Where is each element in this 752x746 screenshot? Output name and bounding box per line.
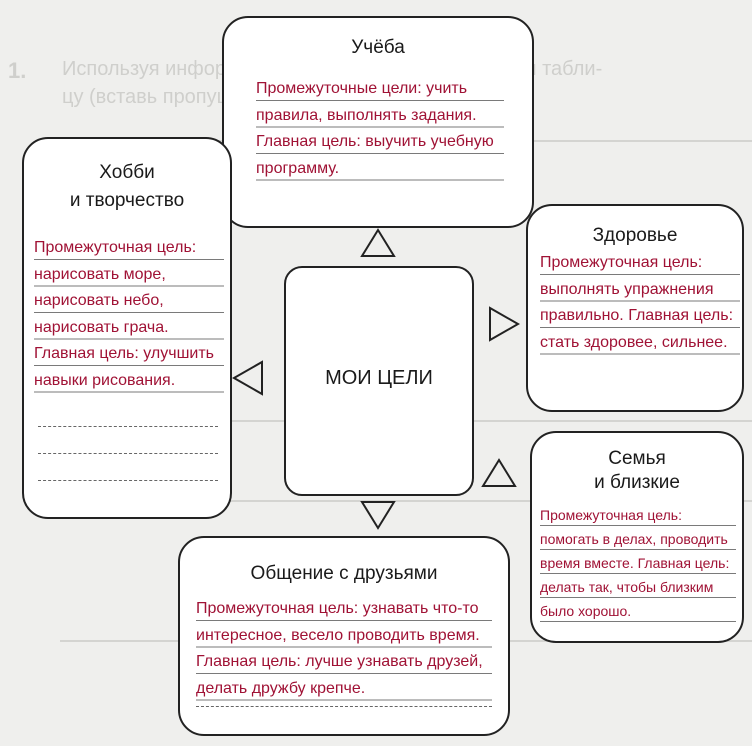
- family-title-1: Семья: [608, 448, 666, 469]
- study-notes: Промежуточные цели: учить правила, выпол…: [256, 76, 504, 182]
- arrow-up-right-icon: [481, 458, 517, 487]
- family-notes: Промежуточная цель: помогать в делах, пр…: [540, 503, 736, 623]
- hobby-empty-line: [38, 426, 218, 427]
- task-number: 1.: [8, 58, 27, 83]
- hobby-title-1: Хобби: [99, 162, 155, 183]
- background-table-rule: [60, 500, 752, 502]
- hobby-empty-line: [38, 480, 218, 481]
- study-box: Учёба Промежуточные цели: учить правила,…: [222, 16, 534, 228]
- hobby-title-2: и творчество: [69, 190, 185, 211]
- hobby-empty-line: [38, 453, 218, 454]
- health-notes: Промежуточная цель: выполнять упражнения…: [540, 250, 740, 356]
- family-box: Семья и близкие Промежуточная цель: помо…: [530, 431, 744, 643]
- health-box: Здоровье Промежуточная цель: выполнять у…: [526, 204, 744, 412]
- center-label: МОИ ЦЕЛИ: [325, 367, 433, 389]
- arrow-right-icon: [489, 306, 521, 342]
- arrow-left-icon: [231, 360, 263, 396]
- arrow-down-icon: [360, 501, 396, 530]
- center-box: МОИ ЦЕЛИ: [284, 266, 474, 496]
- friends-empty-line: [196, 706, 492, 707]
- hobby-notes: Промежуточная цель: нарисовать море, нар…: [34, 235, 224, 394]
- friends-title: Общение с друзьями: [250, 563, 438, 584]
- health-title: Здоровье: [592, 225, 678, 246]
- friends-box: Общение с друзьями Промежуточная цель: у…: [178, 536, 510, 736]
- friends-notes: Промежуточная цель: узнавать что-то инте…: [196, 596, 492, 702]
- hobby-box: Хобби и творчество Промежуточная цель: н…: [22, 137, 232, 519]
- arrow-up-icon: [360, 228, 396, 257]
- family-title-2: и близкие: [594, 472, 680, 493]
- study-title: Учёба: [351, 37, 405, 58]
